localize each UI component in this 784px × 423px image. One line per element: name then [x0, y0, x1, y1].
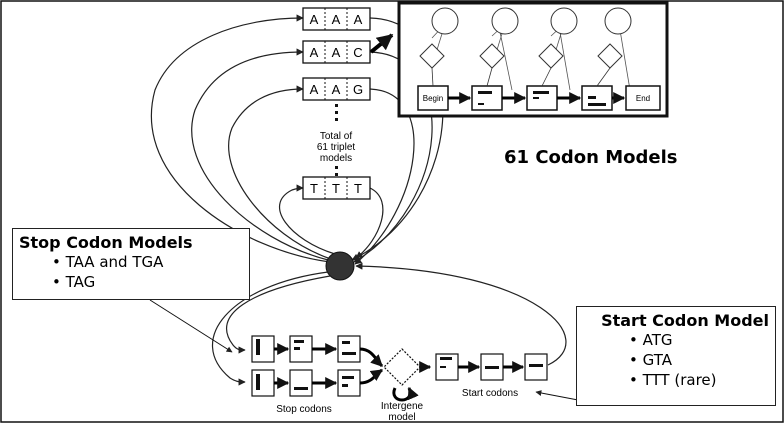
triplet-letter: A: [354, 12, 363, 27]
triplet-letter: A: [310, 82, 319, 97]
inset-begin-label: Begin: [423, 94, 443, 103]
list-item: GTA: [629, 350, 769, 370]
codon-model-inset: Begin End: [397, 1, 669, 118]
triplet-letter: C: [353, 45, 362, 60]
list-item: TTT (rare): [629, 370, 769, 390]
hub-node: [325, 251, 355, 281]
triplet-letter: A: [332, 82, 341, 97]
codon-triplet-aac: A A C: [302, 40, 371, 64]
triplet-letter: A: [310, 12, 319, 27]
list-item: TAA and TGA: [52, 252, 243, 272]
codon-triplet-aag: A A G: [302, 77, 371, 101]
intergene-model: [383, 348, 432, 402]
codon-triplet-ttt: T T T: [302, 176, 371, 200]
triplet-letter: G: [353, 82, 363, 97]
bottom-edges: [211, 262, 567, 386]
callout-pointers: [149, 299, 579, 401]
start-codon-callout: Start Codon Model ATG GTA TTT (rare): [576, 306, 776, 406]
triplet-letter: T: [310, 181, 318, 196]
triplet-letter: A: [310, 45, 319, 60]
start-callout-list: ATG GTA TTT (rare): [583, 330, 769, 390]
total-note-line: models: [320, 153, 352, 164]
triplet-letter: T: [332, 181, 340, 196]
stop-codons-label: Stop codons: [276, 404, 332, 415]
total-note-line: Total of: [320, 131, 352, 142]
intergene-label-line: Intergene: [381, 401, 424, 412]
intergene-label-line: model: [388, 412, 415, 423]
intergene-diamond: [383, 348, 421, 386]
triplet-letter: T: [354, 181, 362, 196]
self-loop-arrow: [392, 386, 419, 402]
stop-codon-callout: Stop Codon Models TAA and TGA TAG: [12, 228, 250, 300]
start-callout-title: Start Codon Model: [601, 311, 769, 330]
stop-callout-list: TAA and TGA TAG: [19, 252, 243, 292]
start-codon-chain: [435, 353, 548, 381]
triplet-letter: A: [332, 45, 341, 60]
list-item: TAG: [52, 272, 243, 292]
start-codons-label: Start codons: [462, 388, 518, 399]
codon-triplet-aaa: A A A: [302, 7, 371, 31]
stop-callout-title: Stop Codon Models: [19, 233, 193, 252]
list-item: ATG: [629, 330, 769, 350]
ellipsis-dots: [335, 104, 338, 176]
total-note-line: 61 triplet: [317, 142, 356, 153]
zoom-arrow: [369, 33, 394, 54]
triplet-letter: A: [332, 12, 341, 27]
inset-end-label: End: [636, 94, 650, 103]
stop-codon-chain: [251, 335, 384, 397]
codon-models-heading: 61 Codon Models: [504, 147, 678, 168]
